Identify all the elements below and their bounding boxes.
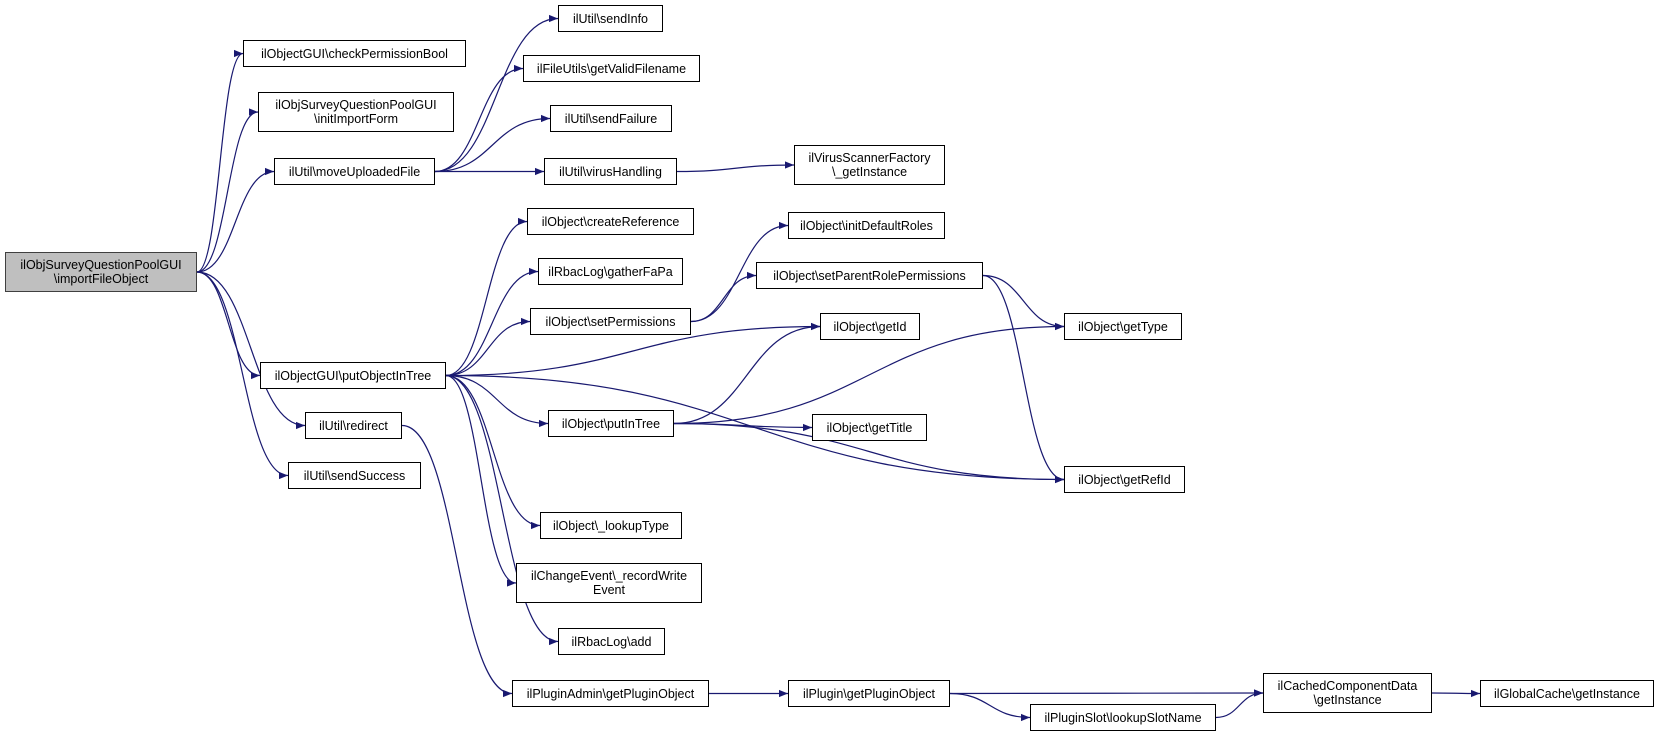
graph-edge-plugin-to-cached <box>949 689 1264 697</box>
graph-node-getrefid[interactable]: ilObject\getRefId <box>1064 466 1185 493</box>
graph-node-virus[interactable]: ilUtil\virusHandling <box>544 158 677 185</box>
graph-node-sendinfo[interactable]: ilUtil\sendInfo <box>558 5 663 32</box>
graph-node-label: ilRbacLog\gatherFaPa <box>548 264 673 279</box>
graph-node-label: ilUtil\redirect <box>319 418 388 433</box>
graph-edge-putintree-to-gettype <box>673 322 1065 425</box>
graph-edge-moveup-to-sendfail <box>434 114 551 173</box>
graph-edge-import-to-moveup <box>196 167 275 273</box>
graph-node-label: ilGlobalCache\getInstance <box>1494 686 1640 701</box>
graph-edge-import-to-checkperm <box>196 49 244 273</box>
graph-node-label: ilObject\getTitle <box>826 420 913 435</box>
graph-node-putintree[interactable]: ilObject\putInTree <box>548 410 674 437</box>
graph-edge-putobj-to-setperm <box>445 317 531 377</box>
graph-node-label: ilUtil\sendInfo <box>572 11 649 26</box>
graph-edge-moveup-to-sendinfo <box>434 14 559 173</box>
graph-edge-import-to-redirect <box>196 271 306 430</box>
graph-edge-moveup-to-validfn <box>434 64 524 173</box>
graph-node-getid[interactable]: ilObject\getId <box>820 313 920 340</box>
graph-node-sendsuccess[interactable]: ilUtil\sendSuccess <box>288 462 421 489</box>
graph-node-label: ilObject\putInTree <box>561 416 661 431</box>
graph-edge-import-to-putobj <box>196 271 261 380</box>
graph-node-initform[interactable]: ilObjSurveyQuestionPoolGUI\initImportFor… <box>258 92 454 132</box>
graph-node-label: ilObject\initDefaultRoles <box>800 218 933 233</box>
graph-node-setperm[interactable]: ilObject\setPermissions <box>530 308 691 335</box>
graph-node-label: ilChangeEvent\_recordWrite <box>530 569 688 583</box>
graph-node-label: ilVirusScannerFactory <box>808 151 931 165</box>
graph-node-label: \importFileObject <box>53 272 149 286</box>
graph-node-label: ilObjSurveyQuestionPoolGUI <box>20 258 182 272</box>
graph-node-label: \initImportForm <box>313 112 399 126</box>
graph-edge-import-to-initform <box>196 108 259 273</box>
graph-node-label: ilObject\setPermissions <box>545 314 676 329</box>
graph-edge-putobj-to-putintree <box>445 374 549 428</box>
graph-node-initroles[interactable]: ilObject\initDefaultRoles <box>788 212 945 239</box>
graph-node-pluginadmin[interactable]: ilPluginAdmin\getPluginObject <box>512 680 709 707</box>
graph-node-label: ilObject\getType <box>1078 319 1168 334</box>
graph-node-checkperm[interactable]: ilObjectGUI\checkPermissionBool <box>243 40 466 67</box>
graph-edge-putobj-to-gather <box>445 267 539 377</box>
graph-node-label: ilObject\getId <box>833 319 907 334</box>
graph-node-label: Event <box>593 583 625 597</box>
graph-node-label: ilFileUtils\getValidFilename <box>536 61 687 76</box>
graph-node-label: ilUtil\sendFailure <box>564 111 658 126</box>
graph-node-cached[interactable]: ilCachedComponentData\getInstance <box>1263 673 1432 713</box>
graph-edge-cached-to-global <box>1431 689 1481 698</box>
graph-node-label: ilPlugin\getPluginObject <box>802 686 936 701</box>
graph-node-label: ilUtil\sendSuccess <box>303 468 406 483</box>
graph-node-label: ilObject\setParentRolePermissions <box>773 268 966 283</box>
graph-node-setparent[interactable]: ilObject\setParentRolePermissions <box>756 262 983 289</box>
graph-node-label: ilCachedComponentData <box>1277 679 1418 693</box>
graph-edge-putintree-to-getrefid <box>673 422 1065 484</box>
graph-edge-setparent-to-getrefid <box>982 274 1065 484</box>
graph-node-label: \_getInstance <box>831 165 908 179</box>
graph-edge-slot-to-cached <box>1215 689 1264 719</box>
graph-edge-putobj-to-rbacadd <box>445 374 559 646</box>
graph-node-slot[interactable]: ilPluginSlot\lookupSlotName <box>1030 704 1216 731</box>
graph-edge-setparent-to-gettype <box>982 274 1065 331</box>
graph-edge-virus-to-virusfac <box>676 161 795 173</box>
graph-node-label: ilObjectGUI\checkPermissionBool <box>261 46 448 61</box>
graph-node-label: ilRbacLog\add <box>571 634 652 649</box>
graph-node-gettitle[interactable]: ilObject\getTitle <box>812 414 927 441</box>
graph-node-lookup[interactable]: ilObject\_lookupType <box>540 512 682 539</box>
graph-node-plugin[interactable]: ilPlugin\getPluginObject <box>788 680 950 707</box>
graph-node-virusfac[interactable]: ilVirusScannerFactory\_getInstance <box>794 145 945 185</box>
graph-edge-putobj-to-createref <box>445 217 528 377</box>
graph-node-validfn[interactable]: ilFileUtils\getValidFilename <box>523 55 700 82</box>
graph-node-sendfail[interactable]: ilUtil\sendFailure <box>550 105 672 132</box>
graph-node-label: ilObjSurveyQuestionPoolGUI <box>275 98 437 112</box>
graph-node-label: ilObject\createReference <box>541 214 680 229</box>
graph-edge-putobj-to-record <box>445 374 517 587</box>
graph-edge-putintree-to-getid <box>673 322 821 425</box>
graph-edge-putobj-to-lookup <box>445 374 541 530</box>
graph-edge-redirect-to-pluginadmin <box>401 424 513 698</box>
graph-node-gettype[interactable]: ilObject\getType <box>1064 313 1182 340</box>
graph-edge-setperm-to-setparent <box>690 271 757 323</box>
graph-edge-putobj-to-getid <box>445 322 821 377</box>
graph-node-moveup[interactable]: ilUtil\moveUploadedFile <box>274 158 435 185</box>
graph-node-label: ilObject\getRefId <box>1078 472 1171 487</box>
graph-node-import: ilObjSurveyQuestionPoolGUI\importFileObj… <box>5 252 197 292</box>
graph-node-global[interactable]: ilGlobalCache\getInstance <box>1480 680 1654 707</box>
graph-node-rbacadd[interactable]: ilRbacLog\add <box>558 628 665 655</box>
graph-node-label: ilPluginAdmin\getPluginObject <box>526 686 695 701</box>
graph-node-label: ilObjectGUI\putObjectInTree <box>274 368 432 383</box>
graph-node-createref[interactable]: ilObject\createReference <box>527 208 694 235</box>
graph-node-label: ilPluginSlot\lookupSlotName <box>1044 710 1202 725</box>
graph-edge-import-to-sendsuccess <box>196 271 289 480</box>
graph-node-label: ilUtil\virusHandling <box>559 164 662 179</box>
graph-node-redirect[interactable]: ilUtil\redirect <box>305 412 402 439</box>
graph-node-label: ilObject\_lookupType <box>552 518 670 533</box>
graph-node-gather[interactable]: ilRbacLog\gatherFaPa <box>538 258 683 285</box>
graph-node-label: \getInstance <box>1313 693 1382 707</box>
graph-node-putobj[interactable]: ilObjectGUI\putObjectInTree <box>260 362 446 389</box>
graph-node-label: ilUtil\moveUploadedFile <box>288 164 421 179</box>
graph-edge-plugin-to-slot <box>949 692 1031 722</box>
